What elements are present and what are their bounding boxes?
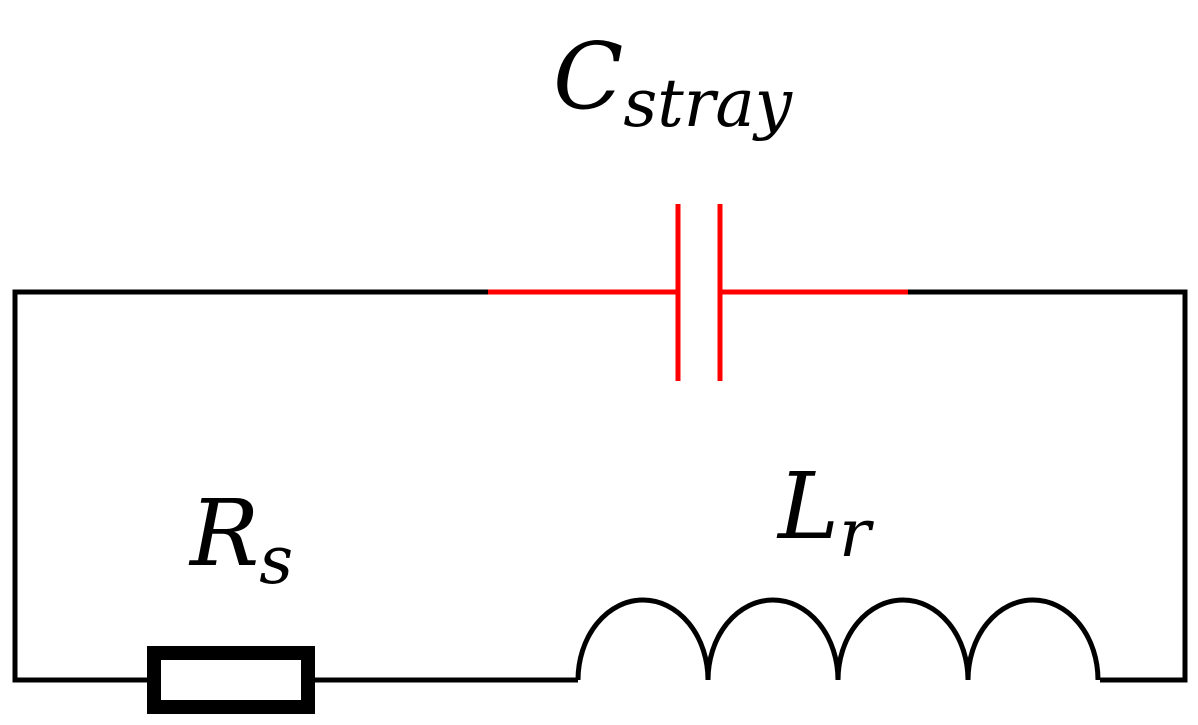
top-left-wire: [12, 289, 488, 683]
inductor-label-symbol: L: [776, 453, 839, 560]
resistor-label-subscript: s: [259, 522, 293, 599]
resistor-rs: [105, 646, 357, 714]
resistor-label-symbol: R: [188, 480, 259, 587]
capacitor-label: Cstray: [553, 23, 793, 142]
resistor-body: [147, 646, 315, 714]
inductor-lr: [575, 597, 1101, 681]
capacitor-stray: [488, 204, 908, 381]
inductor-label-subscript: r: [839, 495, 874, 572]
top-right-wire: [908, 289, 1188, 683]
resistor-label: Rs: [188, 480, 293, 599]
inductor-label: Lr: [776, 453, 874, 572]
capacitor-label-symbol: C: [553, 23, 623, 130]
capacitor-label-subscript: stray: [623, 65, 792, 142]
circuit-wires: [12, 289, 1188, 683]
